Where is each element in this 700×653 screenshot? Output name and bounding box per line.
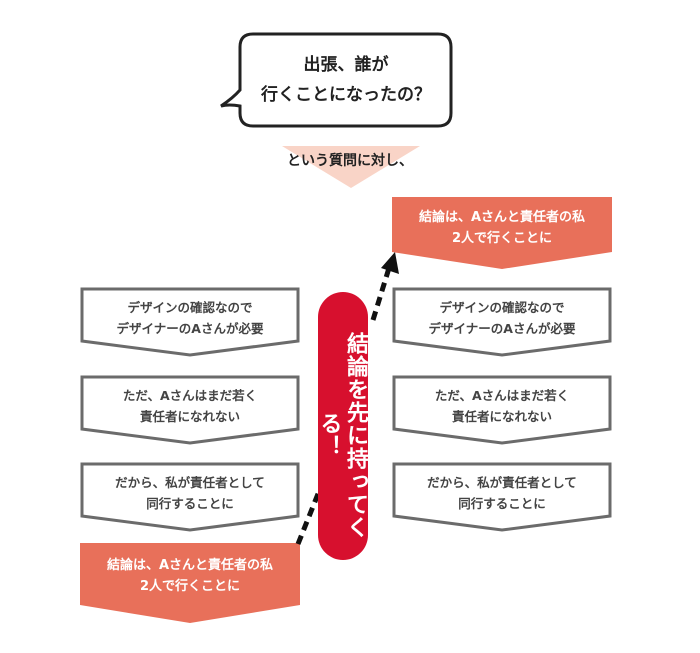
conclusion-text: 2人で行くことに: [451, 231, 553, 246]
speech-bubble: [220, 32, 453, 128]
callout-pill: 結論を先に持ってくる！: [316, 292, 369, 560]
right-conclusion: 結論は、Aさんと責任者の私 2人で行くことに: [392, 197, 612, 269]
step-text: だから、私が責任者として: [427, 475, 577, 490]
step-text: デザインの確認なので: [127, 300, 253, 315]
step-text: デザインの確認なので: [439, 300, 565, 315]
dashed-arrow-upper: [370, 252, 399, 321]
question-line-2: 行くことになったの？: [261, 85, 431, 105]
right-step-2: ただ、Aさんはまだ若く責任者になれない: [392, 375, 612, 445]
transition-text: という質問に対し、: [287, 153, 413, 169]
down-triangle: [282, 146, 420, 188]
conclusion-text: 2人で行くことに: [139, 579, 241, 594]
step-text: だから、私が責任者として: [115, 475, 265, 490]
right-step-3: だから、私が責任者として同行することに: [392, 462, 612, 532]
arrowhead-icon: [381, 252, 399, 274]
conclusion-text: 結論は、Aさんと責任者の私: [106, 558, 274, 573]
step-text: 責任者になれない: [139, 409, 240, 424]
question-line-1: 出張、誰が: [303, 55, 389, 75]
callout-text: 結論を先に持ってくる！: [316, 331, 369, 539]
step-text: 同行することに: [146, 496, 234, 511]
step-text: ただ、Aさんはまだ若く: [434, 388, 570, 403]
left-conclusion: 結論は、Aさんと責任者の私 2人で行くことに: [80, 543, 300, 623]
right-step-1: デザインの確認なのでデザイナーのAさんが必要: [392, 287, 612, 357]
left-step-1: デザインの確認なのでデザイナーのAさんが必要: [80, 287, 300, 357]
left-step-3: だから、私が責任者として同行することに: [80, 462, 300, 532]
conclusion-text: 結論は、Aさんと責任者の私: [418, 210, 586, 225]
left-step-2: ただ、Aさんはまだ若く責任者になれない: [80, 375, 300, 445]
step-text: 責任者になれない: [451, 409, 552, 424]
step-text: デザイナーのAさんが必要: [428, 321, 576, 336]
step-text: 同行することに: [458, 496, 546, 511]
step-text: デザイナーのAさんが必要: [116, 321, 264, 336]
question-text: 出張、誰が 行くことになったの？: [240, 50, 452, 110]
step-text: ただ、Aさんはまだ若く: [122, 388, 258, 403]
